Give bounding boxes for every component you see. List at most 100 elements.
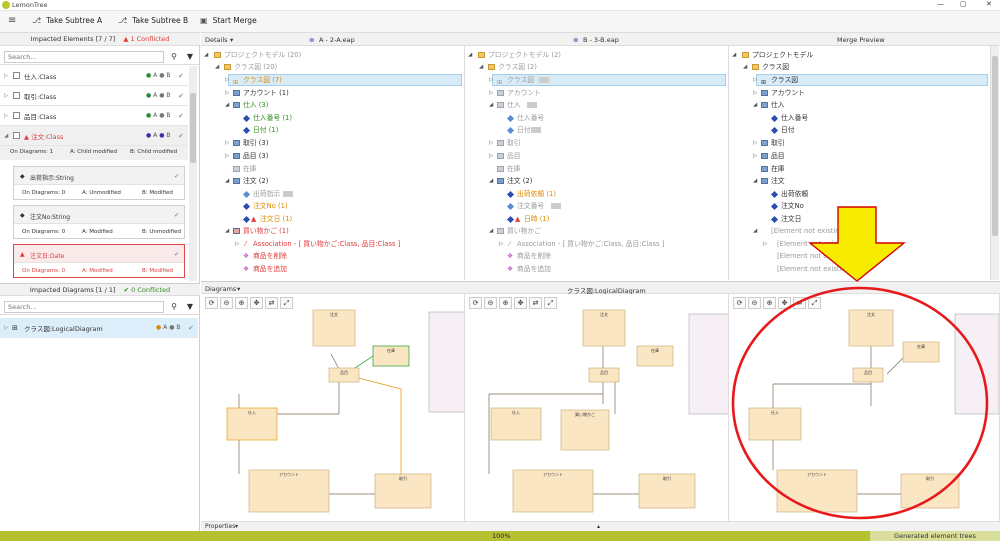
check-icon[interactable]: ✔	[178, 131, 184, 140]
tree-node[interactable]: 注文	[771, 177, 785, 185]
fit-icon[interactable]: ⤢	[544, 297, 557, 309]
check-icon[interactable]: ✔	[174, 251, 180, 258]
search-icon[interactable]: ⚲	[171, 302, 177, 311]
expand-icon[interactable]: ▷	[4, 72, 9, 79]
tree-node[interactable]: 日付 (1)	[253, 126, 279, 134]
zoom-in-icon[interactable]: ⊕	[763, 297, 776, 309]
menu-icon[interactable]: ≡	[8, 15, 17, 26]
tree-node[interactable]: 商品を追加	[517, 265, 551, 273]
list-item-selected[interactable]: ◢ ▲ 注文:Class ● A ● B ✔	[0, 126, 188, 146]
expand-icon[interactable]: ▷	[4, 324, 9, 331]
details-dropdown-icon[interactable]: ▾	[230, 36, 234, 44]
tree-node[interactable]: クラス図	[507, 76, 535, 84]
diagram-list-item[interactable]: ▷ ⊞ クラス図:LogicalDiagram ● A ● B ✔	[0, 318, 198, 338]
tree-node[interactable]: 日付	[517, 126, 531, 134]
tree-node[interactable]: Association - [ 買い物かご:Class, 品目:Class ]	[517, 240, 665, 248]
minimize-icon[interactable]: —	[937, 0, 944, 8]
check-icon[interactable]: ✔	[178, 111, 184, 120]
tree-node[interactable]: Association - [ 買い物かご:Class, 品目:Class ]	[253, 240, 401, 248]
tree-node[interactable]: アカウント	[771, 89, 805, 97]
elements-scrollbar[interactable]	[189, 66, 197, 281]
tree-node[interactable]: 買い物かご	[507, 227, 541, 235]
diagram-panel-merge[interactable]: ⟳ ⊖ ⊕ ✥ ⇄ ⤢ 注文 品目 在庫 仕入 アカウント 取引	[729, 294, 1000, 521]
tree-node[interactable]: 注文No (1)	[253, 202, 288, 210]
tree-node[interactable]: 出荷指示	[253, 190, 281, 198]
tree-node[interactable]: 取引	[771, 139, 785, 147]
sync-icon[interactable]: ⇄	[265, 297, 278, 309]
refresh-icon[interactable]: ⟳	[205, 297, 218, 309]
tree-node[interactable]: [Element not existing]	[771, 227, 847, 235]
tree-node[interactable]: 仕入	[771, 101, 785, 109]
fit-icon[interactable]: ⤢	[280, 297, 293, 309]
elements-search-input[interactable]	[4, 51, 164, 63]
details-label[interactable]: Details	[205, 36, 228, 44]
check-icon[interactable]: ✔	[178, 71, 184, 80]
fit-icon[interactable]: ⤢	[808, 297, 821, 309]
list-item[interactable]: ▷ 取引:Class ● A ● B ✔	[0, 86, 188, 106]
tree-node[interactable]: 在庫	[243, 165, 257, 173]
diagrams-label[interactable]: Diagrams	[205, 285, 237, 293]
tree-node[interactable]: 注文 (2)	[507, 177, 533, 185]
tree-node[interactable]: 出荷依頼	[781, 190, 809, 198]
properties-dropdown-icon[interactable]: ▾	[235, 523, 239, 530]
tree-node[interactable]: 品目	[507, 152, 521, 160]
tree-node[interactable]: プロジェクトモデル (2)	[488, 51, 561, 59]
tree-node[interactable]: 仕入番号	[517, 114, 545, 122]
tree-node[interactable]: 取引 (3)	[243, 139, 269, 147]
zoom-out-icon[interactable]: ⊖	[748, 297, 761, 309]
tree-node[interactable]: プロジェクトモデル (20)	[224, 51, 302, 59]
tree-node[interactable]: 注文日	[781, 215, 802, 223]
tree-node[interactable]: クラス図	[771, 76, 799, 84]
tree-node[interactable]: 商品を削除	[253, 252, 287, 260]
refresh-icon[interactable]: ⟳	[733, 297, 746, 309]
expand-icon[interactable]: ▷	[4, 92, 9, 99]
tree-node[interactable]: [Element not existing]	[777, 265, 853, 273]
tree-node[interactable]: 注文番号	[517, 202, 545, 210]
properties-label[interactable]: Properties	[205, 523, 236, 530]
tree-node[interactable]: 品目 (3)	[243, 152, 269, 160]
on-diagrams-dropdown[interactable]: On Diagrams: 1	[10, 149, 54, 155]
tree-node[interactable]: 在庫	[507, 165, 521, 173]
zoom-in-icon[interactable]: ⊕	[235, 297, 248, 309]
zoom-in-icon[interactable]: ⊕	[499, 297, 512, 309]
zoom-out-icon[interactable]: ⊖	[484, 297, 497, 309]
diagram-panel-a[interactable]: ⟳ ⊖ ⊕ ✥ ⇄ ⤢ 注文 品目 在庫 仕入 アカウント 取引	[201, 294, 465, 521]
search-icon[interactable]: ⚲	[171, 52, 177, 61]
tree-node[interactable]: クラス図	[762, 63, 790, 71]
take-subtree-b-button[interactable]: ⎇ Take Subtree B	[118, 16, 188, 25]
expand-icon[interactable]: ▷	[4, 112, 9, 119]
tree-node[interactable]: 注文No	[781, 202, 804, 210]
filter-icon[interactable]: ▼	[186, 302, 194, 311]
zoom-out-icon[interactable]: ⊖	[220, 297, 233, 309]
center-icon[interactable]: ✥	[778, 297, 791, 309]
center-icon[interactable]: ✥	[250, 297, 263, 309]
tree-node[interactable]: クラス図 (2)	[498, 63, 537, 71]
tree-node[interactable]: クラス図 (7)	[243, 76, 282, 84]
tree-node[interactable]: 在庫	[771, 165, 785, 173]
check-icon[interactable]: ✔	[174, 212, 180, 219]
tree-node[interactable]: 日付	[781, 126, 795, 134]
check-icon[interactable]: ✔	[178, 91, 184, 100]
filter-icon[interactable]: ▼	[186, 52, 194, 61]
diagrams-dropdown-icon[interactable]: ▾	[237, 285, 241, 293]
sync-icon[interactable]: ⇄	[529, 297, 542, 309]
check-icon[interactable]: ✔	[188, 323, 194, 332]
diagrams-search-input[interactable]	[4, 301, 164, 313]
tree-node[interactable]: 仕入 (3)	[243, 101, 269, 109]
expand-up-icon[interactable]: ▴	[597, 523, 601, 530]
tree-node[interactable]: アカウント	[507, 89, 541, 97]
tree-node[interactable]: 出荷依頼 (1)	[517, 190, 556, 198]
details-scroll-thumb[interactable]	[992, 56, 998, 236]
check-icon[interactable]: ✔	[174, 173, 180, 180]
collapse-icon[interactable]: ◢	[4, 132, 9, 139]
tree-node[interactable]: 買い物かご (1)	[243, 227, 289, 235]
tree-node[interactable]: アカウント (1)	[243, 89, 289, 97]
list-item[interactable]: ▷ 品目:Class ● A ● B ✔	[0, 106, 188, 126]
tree-node[interactable]: 商品を追加	[253, 265, 287, 273]
properties-bar[interactable]: Properties ▾ ▴	[201, 521, 1000, 531]
tree-node[interactable]: 日時 (1)	[524, 215, 550, 223]
tree-node[interactable]: 注文 (2)	[243, 177, 269, 185]
maximize-icon[interactable]: ▢	[960, 0, 967, 8]
